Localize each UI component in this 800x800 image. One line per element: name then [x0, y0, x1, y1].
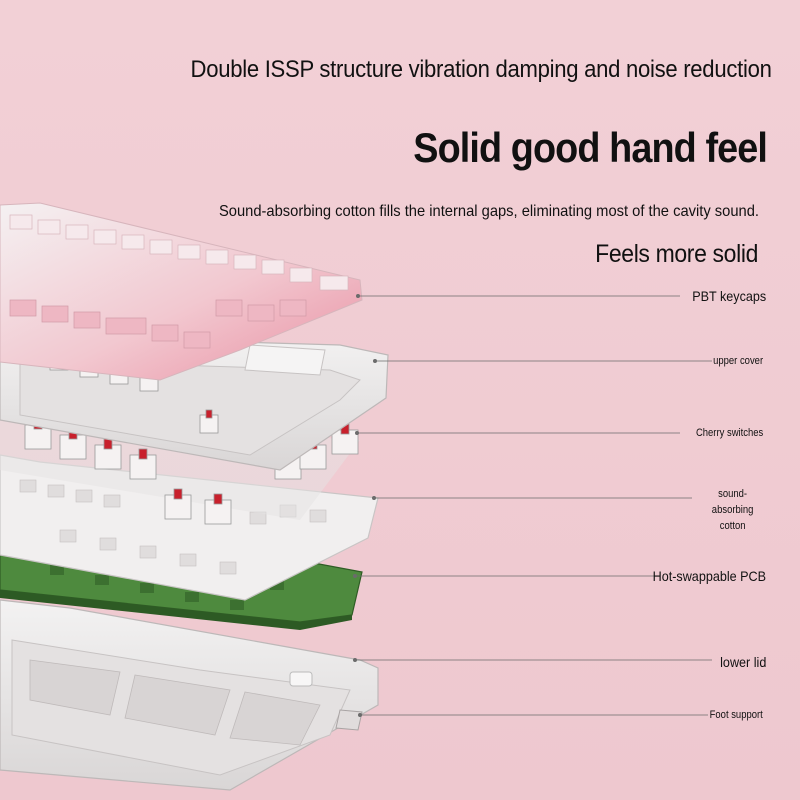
label-pcb: Hot-swappable PCB: [652, 568, 766, 584]
label-cotton: sound-absorbing cotton: [711, 488, 754, 532]
switch-row: [24, 418, 359, 525]
lower-lid-layer: [0, 599, 379, 791]
label-upper-cover: upper cover: [713, 355, 763, 367]
label-keycaps: PBT keycaps: [691, 288, 766, 304]
tagline: Feels more solid: [595, 240, 758, 268]
headline: Double ISSP structure vibration damping …: [190, 56, 772, 83]
leader-lines: [352, 293, 712, 718]
label-lower-lid: lower lid: [719, 654, 766, 670]
page-title: Solid good hand feel: [413, 124, 768, 171]
label-switches: Cherry switches: [695, 427, 763, 439]
keycaps-layer: [0, 202, 363, 381]
subtitle: Sound-absorbing cotton fills the interna…: [218, 203, 759, 220]
label-foot-support: Foot support: [709, 709, 763, 721]
